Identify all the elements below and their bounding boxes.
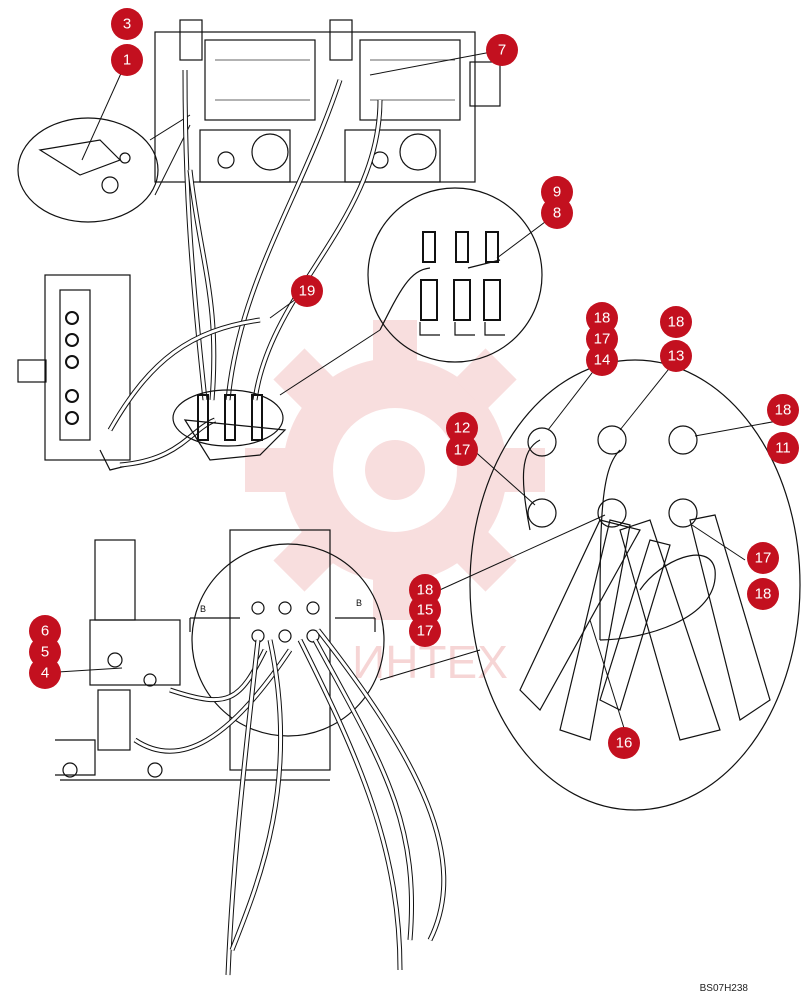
svg-text:18: 18 (417, 582, 434, 599)
section-marker-left: B (200, 604, 206, 614)
callout-8: 8 (541, 197, 573, 229)
svg-text:18: 18 (775, 402, 792, 419)
manifold-plate (172, 389, 287, 461)
callout-17-d: 17 (409, 615, 441, 647)
svg-text:5: 5 (41, 644, 49, 661)
svg-text:1: 1 (123, 52, 131, 69)
callout-13: 13 (660, 340, 692, 372)
callout-18-d: 18 (747, 578, 779, 610)
svg-text:19: 19 (299, 283, 316, 300)
callout-12: 12 (446, 412, 478, 444)
callout-19: 19 (291, 275, 323, 307)
svg-text:3: 3 (123, 16, 131, 33)
svg-text:11: 11 (775, 440, 791, 457)
watermark-gear (245, 320, 545, 620)
pump-assembly (154, 19, 501, 183)
callout-11: 11 (767, 432, 799, 464)
callout-7: 7 (486, 34, 518, 66)
callout-4: 4 (29, 657, 61, 689)
svg-text:15: 15 (417, 602, 434, 619)
callout-18-b: 18 (660, 306, 692, 338)
svg-text:16: 16 (616, 735, 633, 752)
svg-text:18: 18 (755, 586, 772, 603)
callout-17-b: 17 (446, 434, 478, 466)
svg-text:17: 17 (755, 550, 772, 567)
lower-valve-unit (55, 539, 330, 781)
svg-text:17: 17 (594, 331, 611, 348)
callout-17-c: 17 (747, 542, 779, 574)
detail-view-connectors (279, 187, 543, 396)
detail-view-hose-routing (379, 359, 801, 811)
control-valve-block (17, 274, 131, 471)
callout-16: 16 (608, 727, 640, 759)
callout-1: 1 (111, 44, 143, 76)
svg-text:9: 9 (553, 184, 561, 201)
svg-text:7: 7 (498, 42, 506, 59)
svg-text:18: 18 (668, 314, 685, 331)
svg-text:17: 17 (454, 442, 471, 459)
svg-text:17: 17 (417, 623, 434, 640)
svg-text:14: 14 (594, 352, 611, 369)
lower-hoses (133, 628, 447, 976)
svg-text:6: 6 (41, 623, 49, 640)
svg-text:8: 8 (553, 205, 561, 222)
svg-text:13: 13 (668, 348, 685, 365)
svg-text:18: 18 (594, 310, 611, 327)
callout-3: 3 (111, 8, 143, 40)
upper-hoses (107, 69, 383, 468)
callout-18-c: 18 (767, 394, 799, 426)
drawing-code: BS07H238 (699, 983, 748, 994)
svg-text:4: 4 (41, 665, 49, 682)
detail-view-fitting (17, 114, 191, 223)
callout-14: 14 (586, 344, 618, 376)
section-marker-right: B (356, 598, 362, 608)
svg-text:12: 12 (454, 420, 471, 437)
